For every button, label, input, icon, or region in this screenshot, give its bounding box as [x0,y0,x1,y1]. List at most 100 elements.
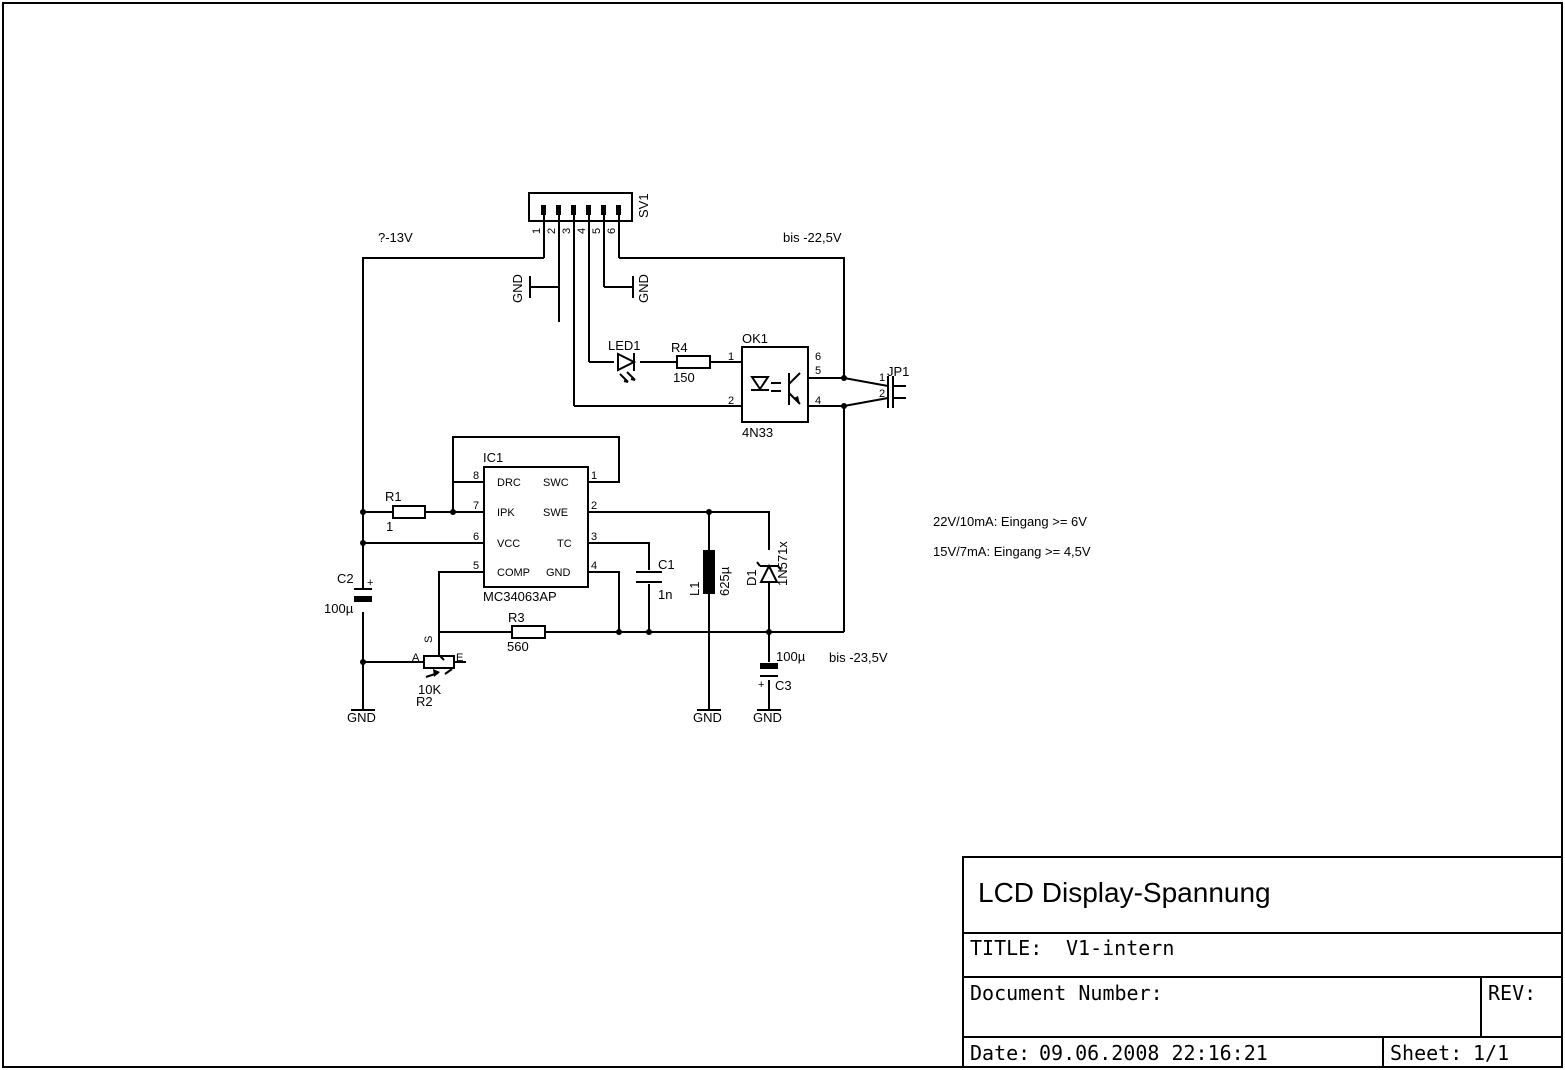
document-number-label: Document Number: [970,981,1163,1005]
svg-text:4: 4 [576,228,588,234]
pin-label-gnd: GND [546,567,571,579]
gnd-symbol-c2: GND [347,709,376,725]
ic1-label: IC1 [483,450,503,465]
capacitor-c3: + 100µ C3 [758,649,806,693]
gnd-label: GND [753,710,782,725]
c1-value: 1n [658,587,672,602]
title-block-heading: LCD Display-Spannung [978,877,1271,908]
ok1-value: 4N33 [742,425,773,440]
svg-text:1: 1 [531,228,543,234]
pin-label-ipk: IPK [497,507,515,519]
svg-text:A: A [412,652,420,664]
inductor-l1: L1 625µ [687,550,732,596]
svg-text:8: 8 [473,470,479,482]
capacitor-c1: C1 1n [636,557,675,602]
d1-label: D1 [744,569,759,586]
r2-value: 10K [418,682,441,697]
optocoupler-ok1: 1 2 6 5 4 OK1 4N33 [728,331,821,440]
junction-dots [360,375,847,665]
r4-value: 150 [673,370,695,385]
svg-text:6: 6 [815,351,821,363]
pin-label-swc: SWC [543,477,569,489]
potentiometer-r2: S A E 10K R2 [412,636,466,709]
svg-text:5: 5 [473,560,479,572]
svg-text:5: 5 [591,228,603,234]
svg-text:2: 2 [728,395,734,407]
title-label: TITLE: [970,936,1042,960]
svg-text:+: + [758,679,764,691]
svg-text:6: 6 [473,531,479,543]
connector-sv1: 1 2 3 4 5 6 SV1 [528,192,651,406]
jumper-jp1: 1 2 JP1 [879,364,909,408]
d1-value: 1N571x [775,541,790,586]
title-block: LCD Display-Spannung TITLE: V1-intern Do… [962,856,1563,1068]
svg-text:7: 7 [473,500,479,512]
pin-label-comp: COMP [497,567,530,579]
sv1-label: SV1 [636,193,651,218]
sheet-label: Sheet: [1390,1041,1462,1065]
c3-value: 100µ [776,649,806,664]
resistor-r1: R1 1 [385,489,426,534]
voltage-label-high: bis -22,5V [783,230,842,245]
title-value: V1-intern [1066,936,1174,960]
jp1-label: JP1 [887,364,909,379]
svg-text:1: 1 [879,372,885,384]
l1-label: L1 [687,582,702,596]
wires [362,257,889,710]
svg-text:3: 3 [561,228,573,234]
pin-label-swe: SWE [543,507,568,519]
r2-label: R2 [416,694,433,709]
capacitor-c2: + C2 100µ [324,571,373,616]
resistor-r3: R3 560 [507,610,546,654]
gnd-symbol-l1: GND [693,709,722,725]
pin-label-vcc: VCC [497,538,520,550]
gnd-label: GND [693,710,722,725]
r3-value: 560 [507,639,529,654]
r1-value: 1 [386,519,393,534]
svg-text:+: + [367,577,373,589]
svg-text:1: 1 [591,470,597,482]
ic1-value: MC34063AP [483,589,557,604]
gnd-label: GND [510,274,525,303]
voltage-label-input: ?-13V [378,230,413,245]
svg-text:2: 2 [879,388,885,400]
gnd-symbol-sv1-pin5: GND [604,274,651,303]
r3-label: R3 [508,610,525,625]
voltage-label-output: bis -23,5V [829,650,888,665]
led1-label: LED1 [608,338,641,353]
svg-text:4: 4 [815,395,821,407]
l1-value: 625µ [717,566,732,596]
svg-text:3: 3 [591,531,597,543]
pin-label-drc: DRC [497,477,521,489]
sheet-value: 1/1 [1473,1041,1509,1065]
gnd-symbol-sv1-pin2: GND [510,274,559,303]
r1-label: R1 [385,489,402,504]
date-label: Date: [970,1041,1030,1065]
led-led1: LED1 [608,338,641,383]
c1-label: C1 [658,557,675,572]
ok1-label: OK1 [742,331,768,346]
gnd-label: GND [636,274,651,303]
svg-text:4: 4 [591,560,597,572]
svg-text:S: S [423,636,435,643]
note-22v: 22V/10mA: Eingang >= 6V [933,514,1087,529]
r4-label: R4 [671,340,688,355]
rev-label: REV: [1488,981,1536,1005]
diode-d1: D1 1N571x [744,541,790,586]
ic-ic1: IC1 MC34063AP DRC SWC IPK SWE VCC TC COM… [473,450,597,604]
svg-text:1: 1 [728,351,734,363]
svg-text:2: 2 [591,500,597,512]
svg-text:2: 2 [546,228,558,234]
note-15v: 15V/7mA: Eingang >= 4,5V [933,544,1091,559]
svg-text:E: E [456,652,463,664]
c2-label: C2 [337,571,354,586]
c3-label: C3 [775,678,792,693]
gnd-label: GND [347,710,376,725]
svg-text:5: 5 [815,365,821,377]
pin-label-tc: TC [557,538,572,550]
c2-value: 100µ [324,601,354,616]
svg-text:6: 6 [606,228,618,234]
resistor-r4: R4 150 [671,340,711,385]
